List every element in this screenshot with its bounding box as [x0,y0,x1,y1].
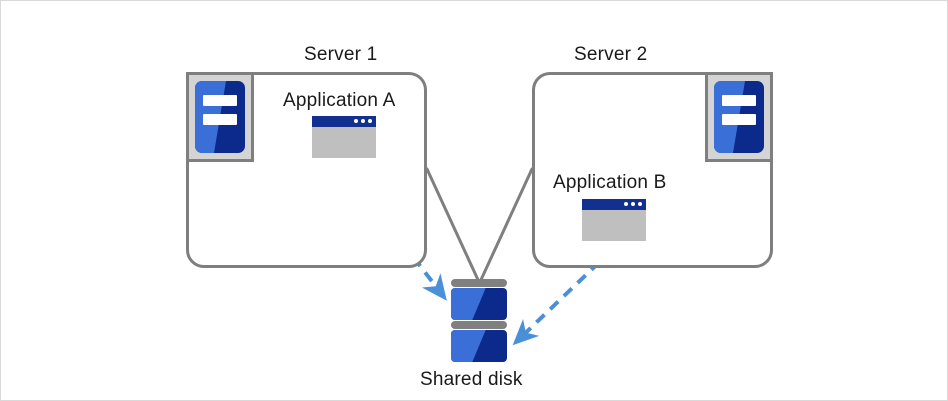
disk-cap [451,279,507,287]
disk-platter [451,330,507,362]
window-dot-icon [361,119,365,123]
connector-server1-to-disk [425,167,481,284]
window-dot-icon [624,202,628,206]
server-slot-bar [722,114,756,125]
shared-disk-label: Shared disk [420,369,523,390]
window-titlebar [582,199,646,210]
disk-platter [451,288,507,320]
disk-stack-icon [451,279,507,363]
server-chassis-shape [714,81,764,153]
window-titlebar [312,116,376,127]
server-rack-icon [705,72,773,162]
server1-title: Server 1 [304,44,378,65]
application-a-label: Application A [283,90,396,111]
application-window-icon [312,116,376,158]
server-slot-bar [203,114,237,125]
disk-cap [451,321,507,329]
server-slot-bar [203,95,237,107]
server-chassis-shape [195,81,245,153]
application-window-icon [582,199,646,241]
window-dot-icon [354,119,358,123]
server2-title: Server 2 [574,44,648,65]
application-b-label: Application B [553,172,667,193]
server-rack-icon [186,72,254,162]
window-dot-icon [638,202,642,206]
connector-server2-to-disk [478,167,534,284]
window-dot-icon [631,202,635,206]
window-dot-icon [368,119,372,123]
server-slot-bar [722,95,756,107]
